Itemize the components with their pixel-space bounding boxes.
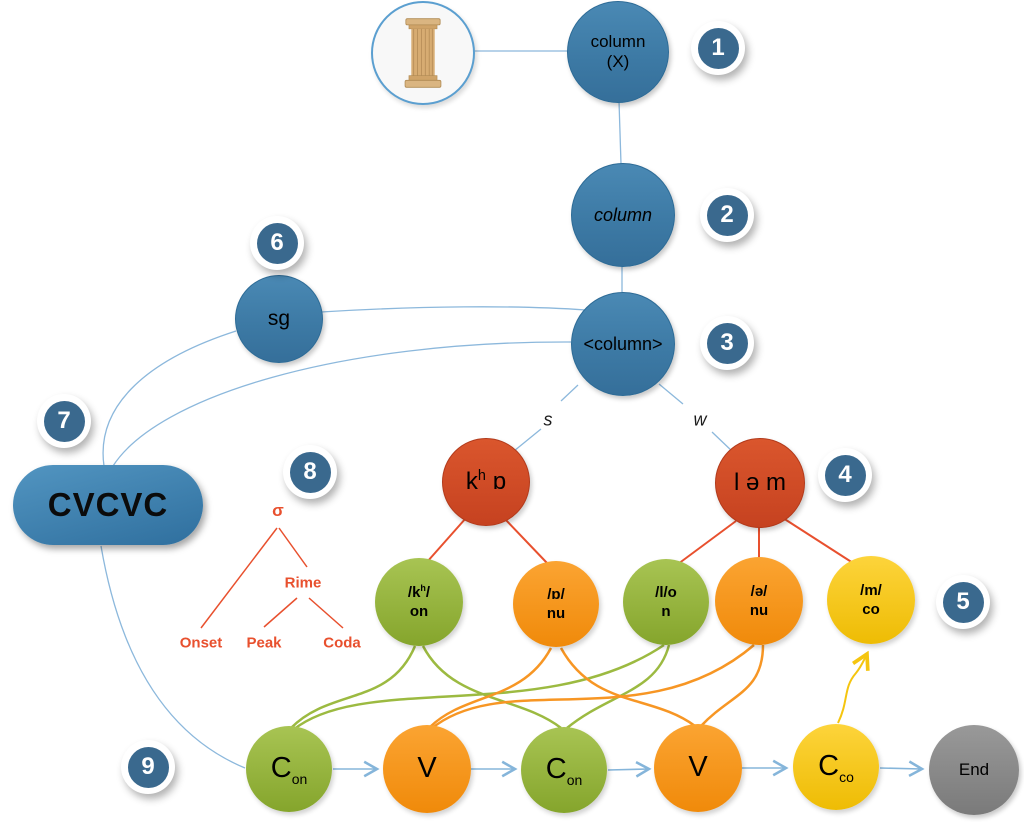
- tree-onset-label: Onset: [179, 634, 223, 652]
- phoneme-node-m-coda: /m/ co: [827, 556, 915, 644]
- coda-link: [837, 654, 867, 724]
- phoneme-node-kh-onset: /kh/ on: [375, 558, 463, 646]
- sigma-tree-branches: [200, 527, 344, 629]
- phoneme-node-o-nucleus: /ɒ/ nu: [513, 561, 599, 647]
- onset-links: [290, 643, 671, 731]
- lemma-label: column: [593, 204, 653, 225]
- badge-9: 9: [121, 740, 175, 794]
- slot-node-c-coda: Cco: [793, 724, 879, 810]
- node-end: End: [929, 725, 1019, 815]
- lexeme-label: <column>: [583, 333, 663, 354]
- nucleus-links: [429, 644, 765, 730]
- phoneme-label: /kh/: [407, 582, 431, 601]
- node-cvcvc-frame: CVCVC: [13, 465, 203, 545]
- node-lexeme-column: <column>: [571, 292, 675, 396]
- syllable-weak-label: l ə m: [733, 469, 786, 497]
- slot-label: Con: [545, 752, 583, 788]
- tree-rime-label: Rime: [284, 574, 322, 592]
- slot-label: Con: [270, 751, 308, 787]
- phoneme-node-schwa-nucleus: /ə/ nu: [715, 557, 803, 645]
- badge-6: 6: [250, 216, 304, 270]
- badge-1: 1: [691, 21, 745, 75]
- blue-connectors: [100, 50, 735, 769]
- column-icon: [404, 18, 442, 88]
- node-lemma-column: column: [571, 163, 675, 267]
- badge-8: 8: [283, 445, 337, 499]
- badge-3: 3: [700, 316, 754, 370]
- concept-label-line2: (X): [606, 52, 630, 71]
- frame-label: CVCVC: [47, 486, 169, 523]
- tree-sigma-label: σ: [272, 501, 284, 520]
- morph-label: sg: [267, 306, 291, 330]
- concept-label-line1: column: [590, 32, 646, 52]
- flow-arrows: [333, 759, 925, 778]
- slot-label: V: [688, 750, 708, 783]
- label-stress-weak: w: [693, 409, 707, 430]
- badge-2: 2: [700, 188, 754, 242]
- node-morph-sg: sg: [235, 275, 323, 363]
- end-label: End: [958, 760, 990, 780]
- node-concept-column-x: column (X): [567, 1, 669, 103]
- tree-peak-label: Peak: [246, 634, 282, 652]
- node-syllable-weak: l ə m: [715, 438, 805, 528]
- column-image-node: [371, 1, 475, 105]
- phoneme-node-l-onset: /l/o n: [623, 559, 709, 645]
- slot-node-c-onset-1: Con: [246, 726, 332, 812]
- slot-node-v-2: V: [654, 724, 742, 812]
- slot-node-c-onset-2: Con: [521, 727, 607, 813]
- slot-label: V: [417, 751, 437, 784]
- label-stress-strong: s: [543, 409, 553, 430]
- slot-label: Cco: [818, 749, 854, 785]
- badge-4: 4: [818, 448, 872, 502]
- syllable-links: [426, 517, 854, 565]
- tree-coda-label: Coda: [323, 634, 361, 652]
- badge-5: 5: [936, 575, 990, 629]
- slot-node-v-1: V: [383, 725, 471, 813]
- badge-7: 7: [37, 394, 91, 448]
